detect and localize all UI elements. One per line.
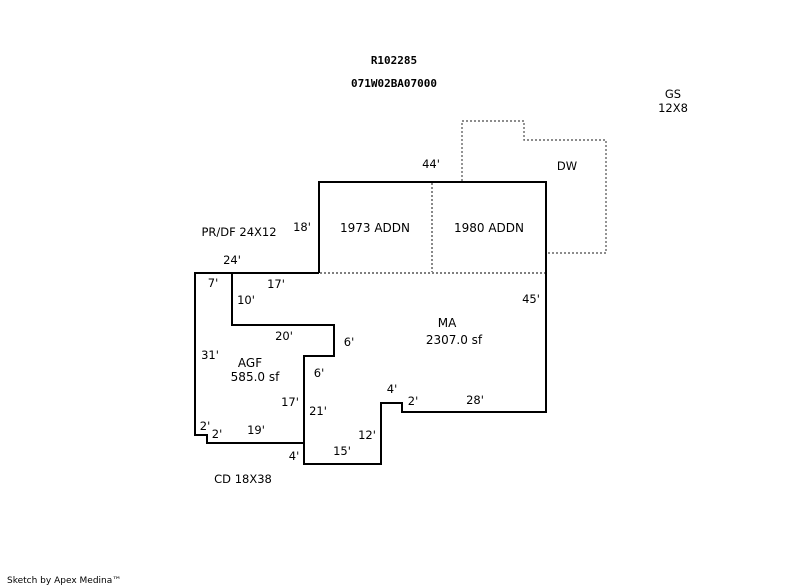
parcel-id: R102285	[371, 54, 417, 67]
dimension-label: 19'	[247, 423, 265, 437]
dimension-label: 7'	[208, 276, 218, 290]
main-structure-outline	[194, 181, 547, 465]
agf-label: AGF	[238, 356, 262, 370]
dimension-label: 6'	[314, 366, 324, 380]
dimension-label: 4'	[289, 449, 299, 463]
dimension-label: 6'	[344, 335, 354, 349]
agf-area: 585.0 sf	[231, 370, 280, 384]
gs-size: 12X8	[658, 101, 688, 115]
dimension-label: 15'	[333, 444, 351, 458]
agf-outline	[231, 273, 335, 443]
dimension-label: 28'	[466, 393, 484, 407]
dimension-label: 21'	[309, 404, 327, 418]
dimension-label: 44'	[422, 157, 440, 171]
dimension-label: 20'	[275, 329, 293, 343]
dimension-label: 2'	[200, 419, 210, 433]
dimension-label: 45'	[522, 292, 540, 306]
dimension-label: 12'	[358, 428, 376, 442]
dimension-label: 31'	[201, 348, 219, 362]
dimension-label: 2'	[408, 394, 418, 408]
dimension-label: 17'	[281, 395, 299, 409]
dimension-label: 24'	[223, 253, 241, 267]
addn-1980-label: 1980 ADDN	[454, 221, 524, 235]
addn-1973-label: 1973 ADDN	[340, 221, 410, 235]
dw-label: DW	[557, 159, 577, 173]
dimension-label: 17'	[267, 277, 285, 291]
sketch-credit: Sketch by Apex Medina™	[7, 576, 121, 586]
map-number: 071W02BA07000	[351, 77, 437, 90]
dimension-label: 18'	[293, 220, 311, 234]
cd-label: CD 18X38	[214, 472, 272, 486]
dimension-label: 10'	[237, 293, 255, 307]
dimension-label: 4'	[387, 382, 397, 396]
pr-df-label: PR/DF 24X12	[201, 225, 276, 239]
dimension-label: 2'	[212, 427, 222, 441]
driveway-outline	[461, 120, 607, 254]
ma-label: MA	[438, 316, 457, 330]
gs-label: GS	[665, 87, 681, 101]
ma-area: 2307.0 sf	[426, 333, 483, 347]
